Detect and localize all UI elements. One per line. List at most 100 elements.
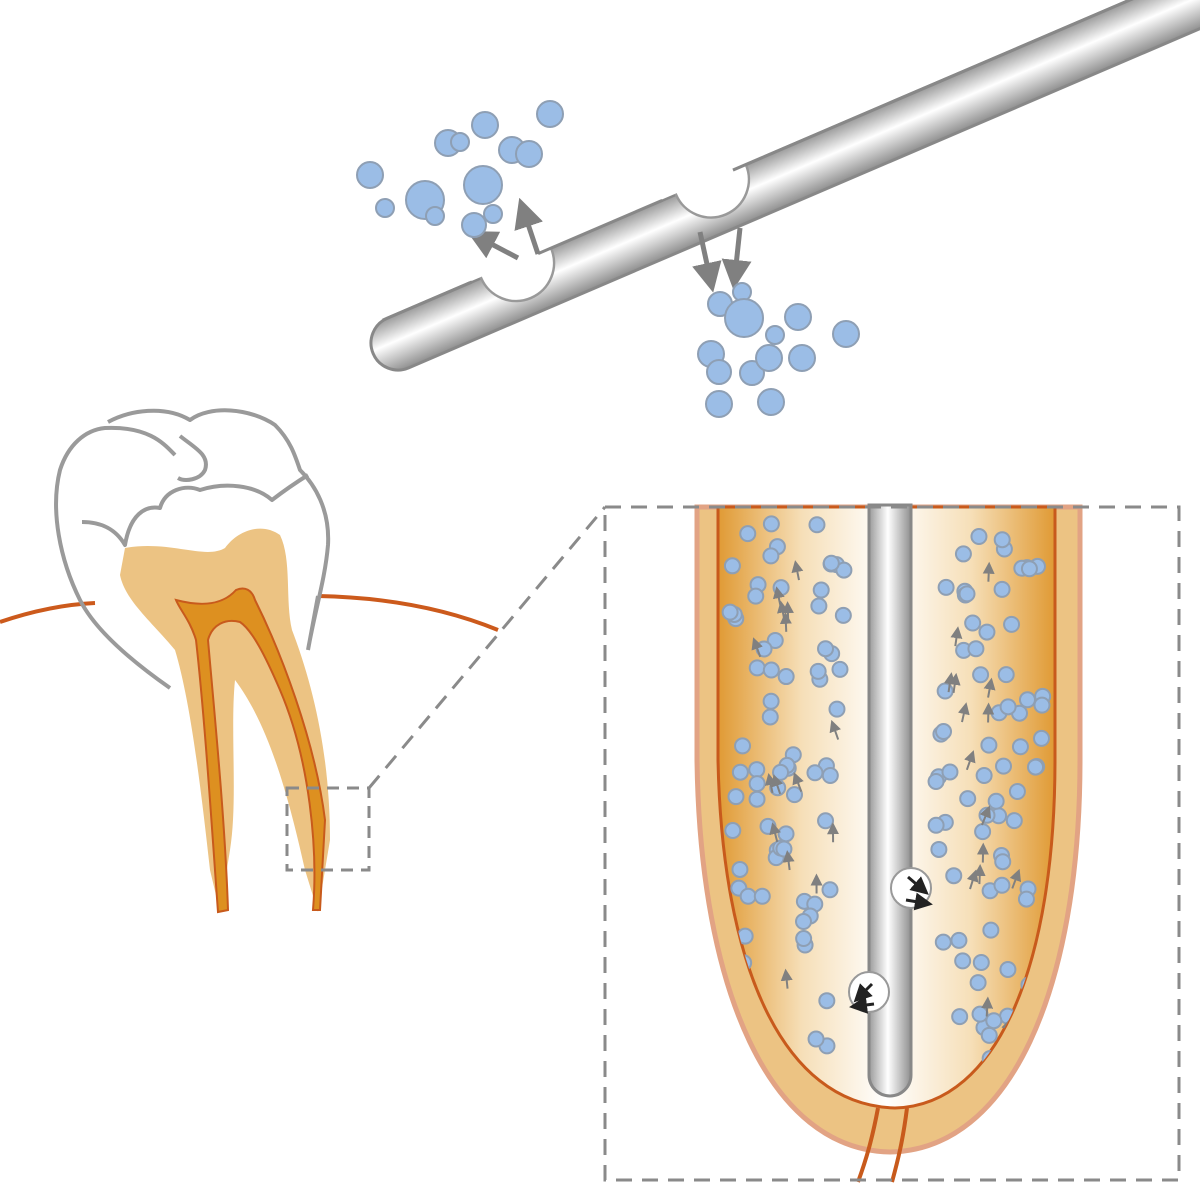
tooth-root-dentin bbox=[120, 528, 330, 912]
bubble bbox=[706, 359, 732, 385]
bubble bbox=[1020, 560, 1038, 578]
bubble bbox=[937, 578, 955, 596]
port-flow-arrows bbox=[849, 875, 933, 1014]
bubble bbox=[927, 772, 945, 790]
bubble bbox=[705, 390, 733, 418]
bubble bbox=[748, 790, 766, 808]
bubble bbox=[1005, 812, 1023, 830]
bubble bbox=[483, 204, 503, 224]
bubble bbox=[753, 887, 771, 905]
bubble bbox=[1033, 696, 1051, 714]
bubble bbox=[958, 585, 976, 603]
bubble bbox=[425, 206, 445, 226]
bubble bbox=[831, 660, 849, 678]
bubble bbox=[821, 881, 839, 899]
bubble bbox=[809, 662, 827, 680]
bubble bbox=[795, 930, 813, 948]
flow-arrow bbox=[751, 637, 763, 658]
flow-arrow bbox=[981, 996, 994, 1017]
flow-arrow bbox=[769, 822, 781, 843]
bubble bbox=[772, 579, 790, 597]
flow-arrow bbox=[779, 611, 792, 632]
bubble bbox=[835, 561, 853, 579]
bubble bbox=[1018, 691, 1036, 709]
flow-arrow bbox=[948, 672, 961, 693]
zoom-region-marker bbox=[285, 786, 371, 872]
bubble bbox=[930, 840, 948, 858]
bubble bbox=[762, 661, 780, 679]
molar-tooth-icon bbox=[0, 408, 499, 914]
bubble bbox=[747, 587, 765, 605]
bubble bbox=[999, 960, 1017, 978]
bubble bbox=[536, 100, 564, 128]
bubble bbox=[748, 775, 766, 793]
bubble bbox=[818, 992, 836, 1010]
irrigation-needle-icon bbox=[369, 0, 1200, 372]
flow-arrow bbox=[957, 702, 970, 723]
bubble bbox=[784, 303, 812, 331]
bubble bbox=[1011, 738, 1029, 756]
bubble bbox=[999, 698, 1017, 716]
bubble bbox=[822, 554, 840, 572]
bubble bbox=[995, 757, 1013, 775]
bubble bbox=[765, 325, 785, 345]
bubble bbox=[980, 736, 998, 754]
flow-arrow bbox=[829, 719, 841, 740]
bubble bbox=[987, 792, 1005, 810]
bubble bbox=[980, 1026, 998, 1044]
bubble bbox=[795, 912, 813, 930]
bubble bbox=[1003, 615, 1021, 633]
bubble bbox=[810, 597, 828, 615]
flow-arrow bbox=[1009, 868, 1022, 889]
flow-arrows bbox=[466, 197, 752, 293]
bubble bbox=[985, 1012, 1003, 1030]
bubble bbox=[761, 708, 779, 726]
bubble bbox=[951, 1008, 969, 1026]
bubble bbox=[993, 531, 1011, 549]
bubble bbox=[1017, 890, 1035, 908]
bubble bbox=[739, 360, 765, 386]
bubble bbox=[972, 666, 990, 684]
bubble bbox=[777, 825, 795, 843]
bubble bbox=[375, 198, 395, 218]
bubble bbox=[993, 876, 1011, 894]
bubble bbox=[808, 516, 826, 534]
bubble bbox=[954, 952, 972, 970]
bubble bbox=[734, 737, 752, 755]
bubble bbox=[994, 853, 1012, 871]
bubble bbox=[762, 692, 780, 710]
bubble bbox=[959, 790, 977, 808]
flow-arrow bbox=[764, 772, 777, 794]
bubble bbox=[724, 298, 764, 338]
bubble bbox=[950, 931, 968, 949]
bubble bbox=[356, 161, 384, 189]
bubble bbox=[762, 547, 780, 565]
bubble bbox=[967, 640, 985, 658]
bubble bbox=[993, 580, 1011, 598]
bubble bbox=[1008, 782, 1026, 800]
bubble bbox=[731, 763, 749, 781]
bubble bbox=[727, 788, 745, 806]
bubble bbox=[471, 111, 499, 139]
bubble bbox=[721, 603, 739, 621]
bubble bbox=[817, 640, 835, 658]
bubble bbox=[974, 823, 992, 841]
flow-arrow bbox=[973, 864, 986, 885]
bubble bbox=[1027, 758, 1045, 776]
bubble bbox=[748, 659, 766, 677]
tooth-crown-outline bbox=[54, 408, 331, 690]
flow-arrow bbox=[966, 869, 979, 890]
bubble bbox=[828, 700, 846, 718]
bubble bbox=[463, 165, 503, 205]
bubble bbox=[766, 631, 784, 649]
bubble bbox=[762, 515, 780, 533]
bubble bbox=[739, 887, 757, 905]
bubble bbox=[772, 763, 790, 781]
bubble bbox=[788, 344, 816, 372]
bubble bbox=[834, 606, 852, 624]
bubble bbox=[978, 806, 996, 824]
flow-arrow bbox=[950, 626, 963, 647]
bubble bbox=[724, 822, 742, 840]
bubble bbox=[978, 623, 996, 641]
